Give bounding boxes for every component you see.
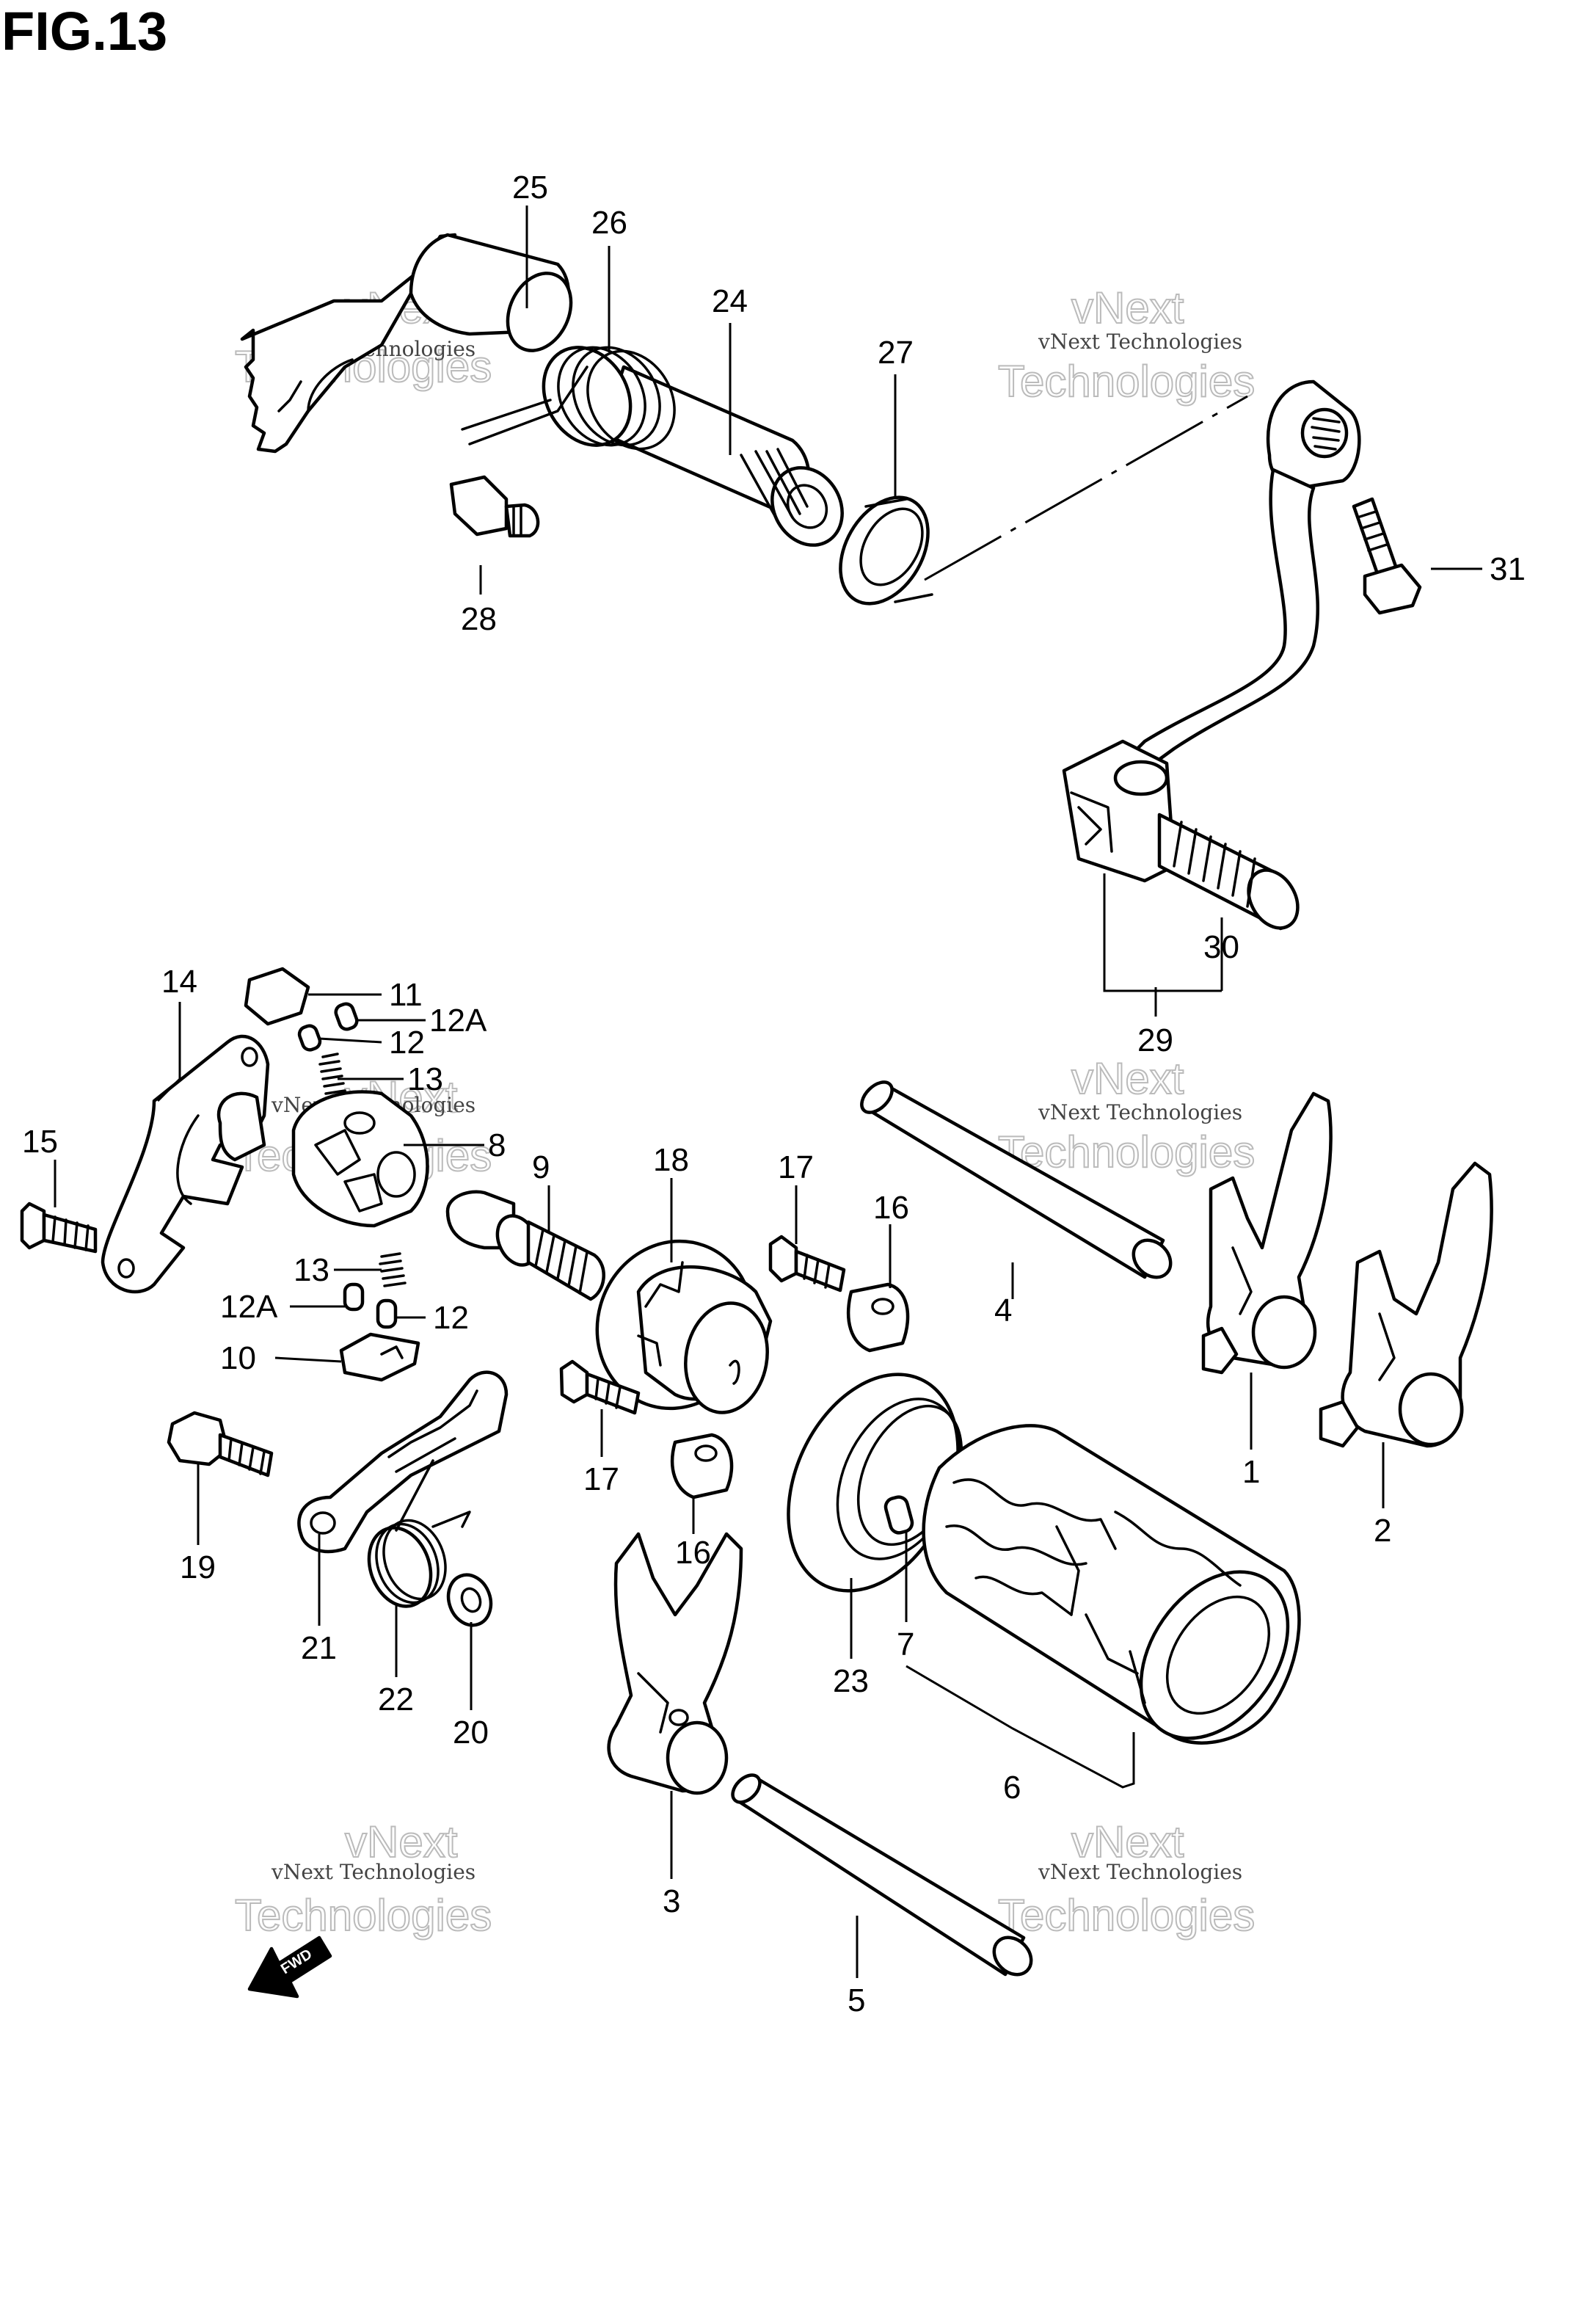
callout-3: 3 <box>663 1883 680 1919</box>
part-22-spring <box>367 1459 471 1608</box>
watermark-small: vNext Technologies <box>1038 1860 1242 1884</box>
part-18-cam-driven-gear <box>595 1239 773 1414</box>
part-24-shift-shaft <box>600 365 844 547</box>
part-31-pedal-bolt <box>1352 497 1422 615</box>
callout-30: 30 <box>1203 929 1239 965</box>
callout-25: 25 <box>512 170 548 206</box>
callout-31: 31 <box>1490 551 1526 587</box>
callout-12A-upper: 12A <box>429 1003 487 1039</box>
part-16-plate-lower <box>671 1433 734 1499</box>
callout-1: 1 <box>1242 1454 1260 1490</box>
part-20-washer <box>446 1573 493 1627</box>
callout-17-lower: 17 <box>583 1461 619 1497</box>
part-11-pawl-lifter <box>244 967 310 1026</box>
watermark-small: vNext Technologies <box>1038 1100 1242 1124</box>
part-2-shift-fork <box>1319 1161 1493 1448</box>
callout-26: 26 <box>591 205 627 241</box>
callout-17-upper: 17 <box>778 1149 814 1185</box>
callout-4: 4 <box>994 1293 1012 1328</box>
callout-11: 11 <box>389 977 423 1013</box>
callout-29: 29 <box>1137 1022 1173 1058</box>
callout-8: 8 <box>488 1127 506 1163</box>
part-17-screw-lower <box>559 1359 641 1415</box>
part-12A-pin-lower <box>343 1282 365 1312</box>
part-8-cam-body <box>216 1090 429 1228</box>
callout-14: 14 <box>161 964 197 1000</box>
callout-24: 24 <box>712 283 748 319</box>
callout-20: 20 <box>453 1715 489 1751</box>
callout-16-lower: 16 <box>675 1535 711 1571</box>
callout-12A-lower: 12A <box>220 1289 278 1325</box>
part-9-bolt <box>445 1190 605 1301</box>
callout-16-upper: 16 <box>873 1190 909 1226</box>
part-28-plug <box>449 475 540 538</box>
watermark-big: Technologies <box>998 1891 1255 1940</box>
callout-12-lower: 12 <box>433 1300 469 1336</box>
callout-15: 15 <box>22 1124 58 1160</box>
watermark-top-right: vNext Technologies vNext Technologies <box>997 283 1256 407</box>
part-26-return-spring <box>461 346 676 451</box>
part-6-shift-cam <box>922 1424 1301 1745</box>
watermark-big: vNext <box>1071 1817 1184 1866</box>
figure-title: FIG.13 <box>1 1 168 62</box>
part-12-pin-lower <box>376 1298 398 1329</box>
callout-23: 23 <box>833 1663 869 1699</box>
callout-22: 22 <box>378 1682 414 1717</box>
watermark-big: Technologies <box>998 357 1255 406</box>
part-4-fork-shaft <box>860 1080 1173 1279</box>
part-3-shift-fork <box>607 1532 743 1795</box>
callout-13-upper: 13 <box>407 1061 443 1097</box>
part-10-pawl <box>339 1332 420 1382</box>
part-30-shift-pedal <box>1062 379 1361 931</box>
watermark-bottom-left: vNext Technologies vNext Technologies <box>234 1817 492 1941</box>
watermark-small: vNext Technologies <box>1038 330 1242 354</box>
callout-10: 10 <box>220 1340 256 1376</box>
callout-21: 21 <box>301 1630 337 1666</box>
part-21-shift-arm <box>297 1370 509 1554</box>
callout-6: 6 <box>1003 1770 1021 1806</box>
callout-13-lower: 13 <box>294 1252 329 1288</box>
part-25-shift-arm <box>240 233 573 454</box>
watermark-big: vNext <box>345 1817 458 1866</box>
part-12A-pin-upper <box>334 1002 359 1031</box>
callout-5: 5 <box>848 1982 865 2018</box>
part-12-pin-upper <box>297 1024 322 1052</box>
part-7-pin <box>883 1495 914 1535</box>
part-19-flange-bolt <box>167 1411 274 1477</box>
callout-9: 9 <box>532 1149 550 1185</box>
watermark-bottom-right: vNext Technologies vNext Technologies <box>997 1817 1256 1941</box>
callout-19: 19 <box>180 1549 216 1585</box>
callout-12-upper: 12 <box>389 1025 425 1061</box>
watermark-small: vNext Technologies <box>271 1860 475 1884</box>
part-15-screw <box>20 1202 98 1254</box>
watermark-big: Technologies <box>998 1127 1255 1177</box>
fwd-arrow-icon: FWD <box>247 1935 332 1999</box>
callout-labels: 25 26 24 27 28 31 30 29 14 11 12A 12 13 … <box>22 170 1526 2018</box>
leader-lines <box>54 206 1482 1978</box>
part-13-spring-upper <box>318 1053 346 1095</box>
part-17-screw-upper <box>768 1235 846 1293</box>
callout-18: 18 <box>653 1142 689 1178</box>
part-1-shift-fork <box>1201 1091 1333 1375</box>
part-5-fork-shaft <box>731 1773 1033 1977</box>
callout-7: 7 <box>897 1626 914 1662</box>
watermark-big: Technologies <box>235 1891 492 1940</box>
alignment-line-27-30 <box>924 395 1248 581</box>
callout-2: 2 <box>1374 1513 1391 1549</box>
callout-27: 27 <box>878 335 914 371</box>
watermark-big: vNext <box>1071 283 1184 332</box>
callout-28: 28 <box>461 601 497 637</box>
part-27-oil-seal <box>839 495 933 606</box>
watermark-big: vNext <box>1071 1054 1184 1103</box>
part-16-plate-upper <box>847 1282 910 1353</box>
part-13-spring-lower <box>379 1252 407 1287</box>
watermark-mid-right: vNext Technologies vNext Technologies <box>997 1053 1256 1177</box>
